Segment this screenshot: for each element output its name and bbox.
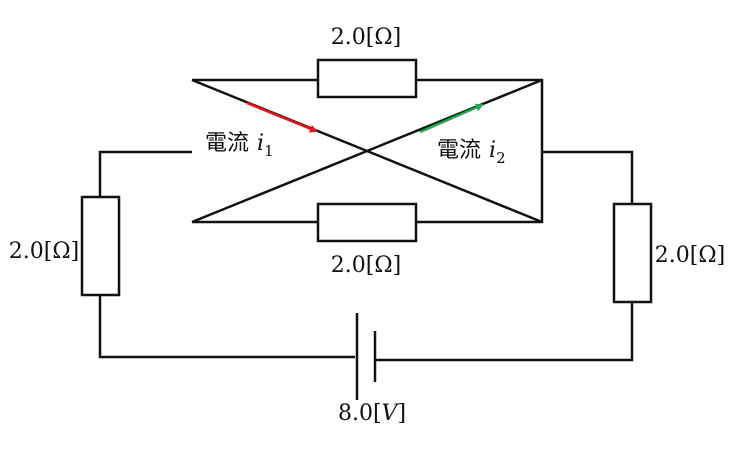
current-arrow-i1 [246,101,318,133]
current-arrow-i2 [419,103,484,134]
resistor-right-label: 2.0[Ω] [655,243,725,268]
diagonal-wire-2 [191,78,543,224]
resistor-left-label: 2.0[Ω] [9,239,79,264]
right-wire [375,150,634,362]
resistor-top-label: 2.0[Ω] [331,25,401,50]
left-wire [98,150,355,359]
resistor-bottom [316,202,418,243]
resistor-bottom-label: 2.0[Ω] [331,253,401,278]
resistor-left [80,195,121,297]
battery-label: 8.0[V] [338,401,406,426]
resistor-right [612,202,653,304]
resistor-top [316,58,418,99]
